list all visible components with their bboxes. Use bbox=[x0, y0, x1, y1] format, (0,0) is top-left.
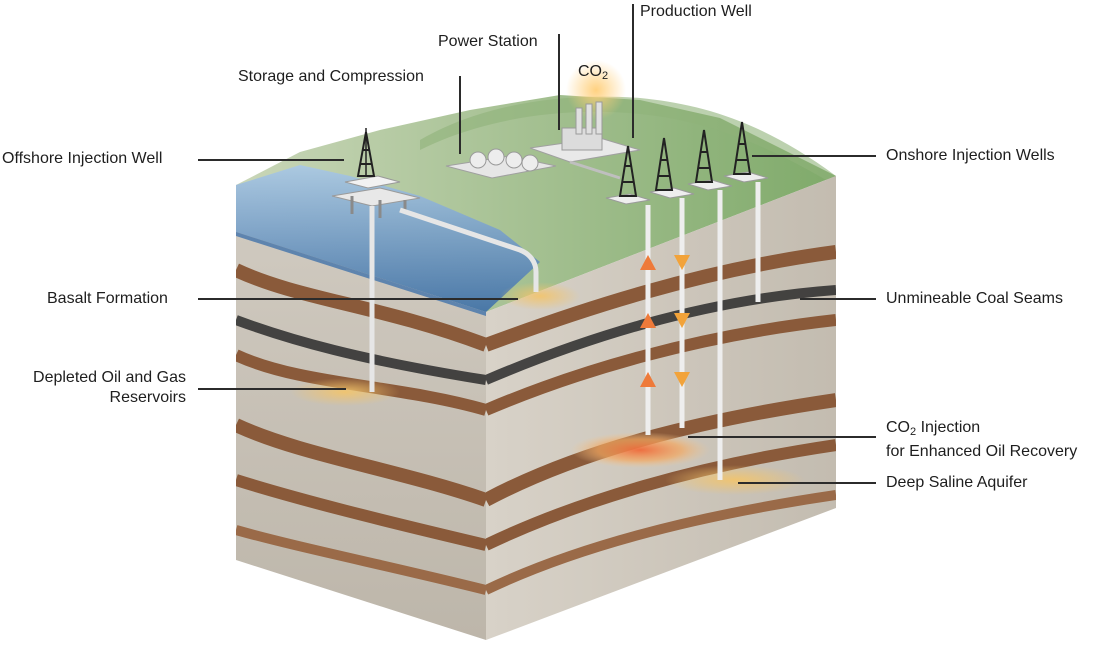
side-strata bbox=[486, 245, 836, 595]
co2-emission-label: CO2 bbox=[578, 63, 609, 82]
basalt-plume bbox=[500, 282, 580, 310]
leader-unmineable-coal-seams bbox=[800, 298, 876, 300]
leader-power-station bbox=[558, 34, 560, 130]
label-basalt-formation: Basalt Formation bbox=[47, 290, 168, 307]
depleted-reservoirs-line2: Reservoirs bbox=[109, 389, 186, 406]
label-co2-injection-eor: CO2 Injection for Enhanced Oil Recovery bbox=[886, 418, 1077, 462]
label-storage-compression: Storage and Compression bbox=[238, 68, 424, 85]
leader-onshore-injection-wells bbox=[752, 155, 876, 157]
front-rock-face bbox=[236, 232, 486, 640]
label-production-well: Production Well bbox=[640, 3, 752, 20]
label-power-station: Power Station bbox=[438, 33, 538, 50]
label-deep-saline-aquifer: Deep Saline Aquifer bbox=[886, 474, 1028, 491]
onshore-well-4 bbox=[723, 121, 769, 302]
storage-compression-facility bbox=[445, 148, 557, 179]
leader-co2-injection-eor bbox=[688, 436, 876, 438]
label-depleted-reservoirs: Depleted Oil and Gas Reservoirs bbox=[8, 368, 186, 408]
label-offshore-injection-well: Offshore Injection Well bbox=[2, 150, 163, 167]
depleted-reservoirs-line1: Depleted Oil and Gas bbox=[33, 369, 186, 386]
label-onshore-injection-wells: Onshore Injection Wells bbox=[886, 147, 1055, 164]
leader-production-well bbox=[632, 4, 634, 138]
co2-injection-line1: CO2 Injection bbox=[886, 419, 981, 438]
leader-basalt-formation bbox=[198, 298, 518, 300]
co2-injection-line2: for Enhanced Oil Recovery bbox=[886, 443, 1078, 460]
front-strata bbox=[236, 263, 486, 595]
power-station bbox=[529, 60, 641, 180]
leader-depleted-reservoirs bbox=[198, 388, 346, 390]
co2-up-arrows bbox=[640, 255, 656, 387]
onshore-well-3 bbox=[687, 129, 733, 480]
leader-offshore-injection-well bbox=[198, 159, 344, 161]
hill-ridge bbox=[420, 96, 836, 186]
oil-down-arrows bbox=[674, 255, 690, 387]
sea-surface bbox=[236, 165, 540, 312]
leader-deep-saline-aquifer bbox=[738, 482, 876, 484]
leader-storage-compression bbox=[459, 76, 461, 154]
label-unmineable-coal-seams: Unmineable Coal Seams bbox=[886, 290, 1063, 307]
